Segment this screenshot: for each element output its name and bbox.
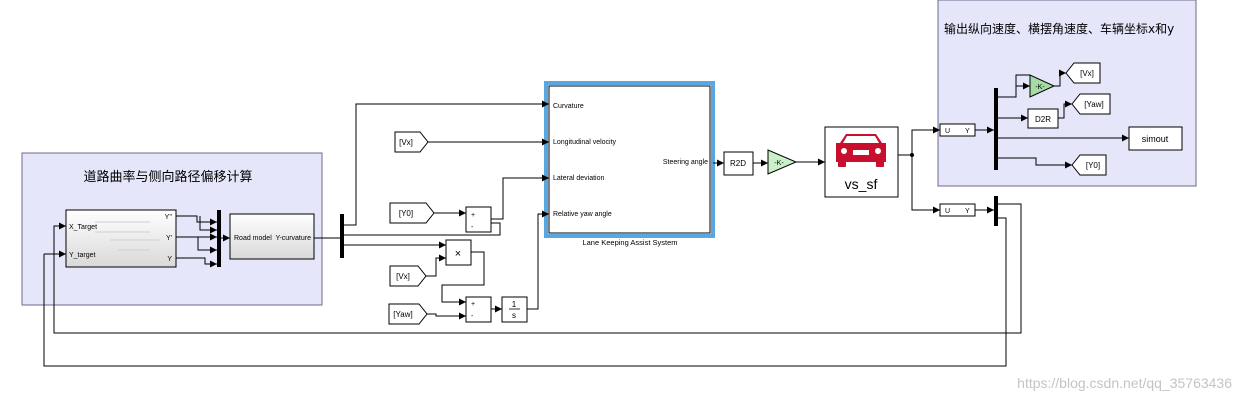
from-vx-label-bottom: [Vx] <box>396 272 410 281</box>
vehicle-label: vs_sf <box>845 176 878 192</box>
simout-block[interactable]: simout <box>1128 126 1183 151</box>
from-vx-block-bottom[interactable]: [Vx] <box>389 265 427 287</box>
lka-block-name: Lane Keeping Assist System <box>582 238 677 247</box>
product-block[interactable]: × <box>445 239 472 266</box>
from-vx-label-top: [Vx] <box>399 138 413 147</box>
road-model-label: Road model <box>234 235 272 242</box>
vehicle-block[interactable]: vs_sf <box>824 126 899 198</box>
y-double-prime-port: Y'' <box>165 214 172 221</box>
lka-block[interactable]: Curvature Longitudinal velocity Lateral … <box>544 81 715 238</box>
vector-split-lower[interactable]: U Y <box>939 203 976 217</box>
from-y0-block[interactable]: [Y0] <box>389 202 435 224</box>
from-yaw-label: [Yaw] <box>393 310 412 319</box>
lower-demux[interactable] <box>994 196 998 226</box>
simout-label: simout <box>1142 134 1169 144</box>
output-demux[interactable] <box>994 88 998 170</box>
sum2-minus: - <box>471 313 474 320</box>
goto-vx-label: [Vx] <box>1080 69 1094 78</box>
y-target-port: Y_target <box>69 252 96 259</box>
watermark: https://blog.csdn.net/qq_35763436 <box>1017 375 1232 391</box>
product-symbol: × <box>455 248 461 260</box>
lka-port-relative-yaw-angle: Relative yaw angle <box>553 211 612 218</box>
gain-block[interactable]: -K- <box>767 149 798 175</box>
sum-block-yaw[interactable]: + - <box>465 296 492 323</box>
y-prime-port: Y' <box>166 235 172 242</box>
from-y0-label: [Y0] <box>399 209 413 218</box>
sum-block-lateral[interactable]: + - <box>465 206 492 233</box>
goto-yaw-label: [Yaw] <box>1084 100 1103 109</box>
r2d-label: R2D <box>730 159 746 168</box>
y-curvature-label: Y-curvature <box>275 235 311 242</box>
lka-port-longitudinal-velocity: Longitudinal velocity <box>553 139 617 146</box>
d2r-block[interactable]: D2R <box>1027 108 1059 129</box>
vec-split-upper-u: U <box>945 128 950 135</box>
goto-y0-block[interactable]: [Y0] <box>1071 154 1107 176</box>
r2d-block[interactable]: R2D <box>723 151 754 176</box>
goto-y0-label: [Y0] <box>1086 161 1100 170</box>
output-subsystem[interactable] <box>937 0 1197 187</box>
lka-port-curvature: Curvature <box>553 103 584 110</box>
sum1-plus: + <box>471 212 475 219</box>
goto-yaw-block[interactable]: [Yaw] <box>1071 93 1111 115</box>
road-mux[interactable] <box>217 210 221 267</box>
target-input-block[interactable]: X_Target Y_target Y'' Y' Y <box>65 209 177 268</box>
integrator-denominator: s <box>512 311 516 320</box>
vector-split-upper[interactable]: U Y <box>939 123 976 137</box>
lka-port-steering-angle: Steering angle <box>663 159 708 166</box>
main-demux[interactable] <box>340 214 344 258</box>
integrator-block[interactable]: 1 s <box>501 296 528 323</box>
road-model-block[interactable]: Road model Y-curvature <box>229 213 315 260</box>
x-target-port: X_Target <box>69 224 97 231</box>
gain-label: -K- <box>774 160 784 167</box>
from-vx-block-top[interactable]: [Vx] <box>394 131 429 153</box>
road-subsystem-title: 道路曲率与侧向路径偏移计算 <box>83 169 252 185</box>
output-subsystem-title: 输出纵向速度、横摆角速度、车辆坐标x和y <box>944 21 1174 36</box>
gain-output-label: -K- <box>1035 84 1045 91</box>
lka-port-lateral-deviation: Lateral deviation <box>553 175 604 182</box>
goto-vx-block[interactable]: [Vx] <box>1065 62 1101 84</box>
from-yaw-block[interactable]: [Yaw] <box>388 303 428 325</box>
vec-split-upper-y: Y <box>965 128 970 135</box>
integrator-numerator: 1 <box>512 300 517 309</box>
vec-split-lower-y: Y <box>965 208 970 215</box>
y-port: Y <box>167 256 172 263</box>
sum2-plus: + <box>471 301 475 308</box>
vec-split-lower-u: U <box>945 208 950 215</box>
d2r-label: D2R <box>1035 115 1051 124</box>
sum1-minus: - <box>471 224 474 231</box>
